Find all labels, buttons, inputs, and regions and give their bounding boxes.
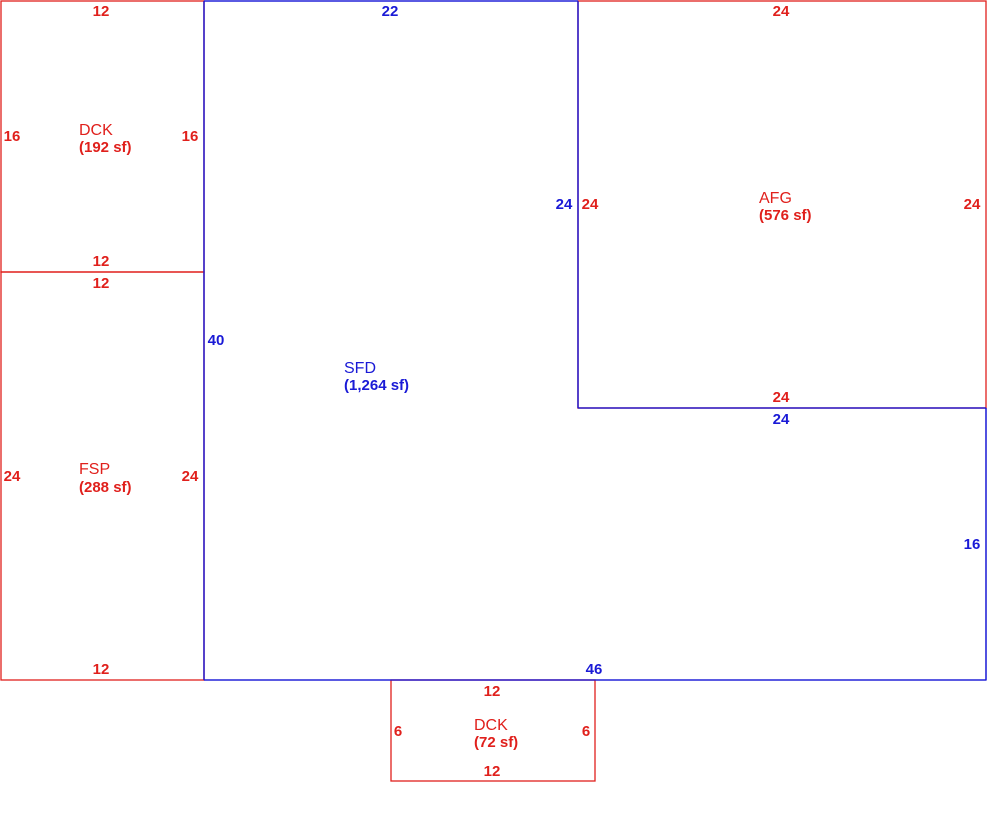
- afg-dim-top: 24: [773, 3, 790, 20]
- sfd-dim-inner-vertical: 24: [556, 196, 573, 213]
- afg-dim-left: 24: [582, 196, 599, 213]
- dck-top-code: DCK: [79, 122, 113, 139]
- sfd-area: (1,264 sf): [344, 377, 409, 394]
- fsp-dim-top: 12: [93, 275, 110, 292]
- afg-area: (576 sf): [759, 207, 812, 224]
- afg-code: AFG: [759, 190, 792, 207]
- dck-bottom-dim-right: 6: [582, 723, 590, 740]
- sfd-code: SFD: [344, 360, 376, 377]
- dck-top-dim-bottom: 12: [93, 253, 110, 270]
- fsp-dim-right: 24: [182, 468, 199, 485]
- fsp-dim-bottom: 12: [93, 661, 110, 678]
- dck-bottom-area: (72 sf): [474, 734, 518, 751]
- dck-top-dim-left: 16: [4, 128, 21, 145]
- sfd-dim-inner-horizontal: 24: [773, 411, 790, 428]
- dck-bottom-dim-top: 12: [484, 683, 501, 700]
- fsp-code: FSP: [79, 461, 110, 478]
- fsp-area: (288 sf): [79, 479, 132, 496]
- sfd-outline: [203, 0, 987, 681]
- afg-dim-bottom: 24: [773, 389, 790, 406]
- fsp-dim-left: 24: [4, 468, 21, 485]
- dck-top-area: (192 sf): [79, 139, 132, 156]
- dck-bottom-code: DCK: [474, 717, 508, 734]
- afg-dim-right: 24: [964, 196, 981, 213]
- dck-bottom-dim-left: 6: [394, 723, 402, 740]
- sfd-dim-bottom: 46: [586, 661, 603, 678]
- sfd-dim-right: 16: [964, 536, 981, 553]
- sfd-dim-top: 22: [382, 3, 399, 20]
- dck-top-dim-top: 12: [93, 3, 110, 20]
- dck-top-dim-right: 16: [182, 128, 199, 145]
- dck-bottom-dim-bottom: 12: [484, 763, 501, 780]
- sfd-dim-left: 40: [208, 332, 225, 349]
